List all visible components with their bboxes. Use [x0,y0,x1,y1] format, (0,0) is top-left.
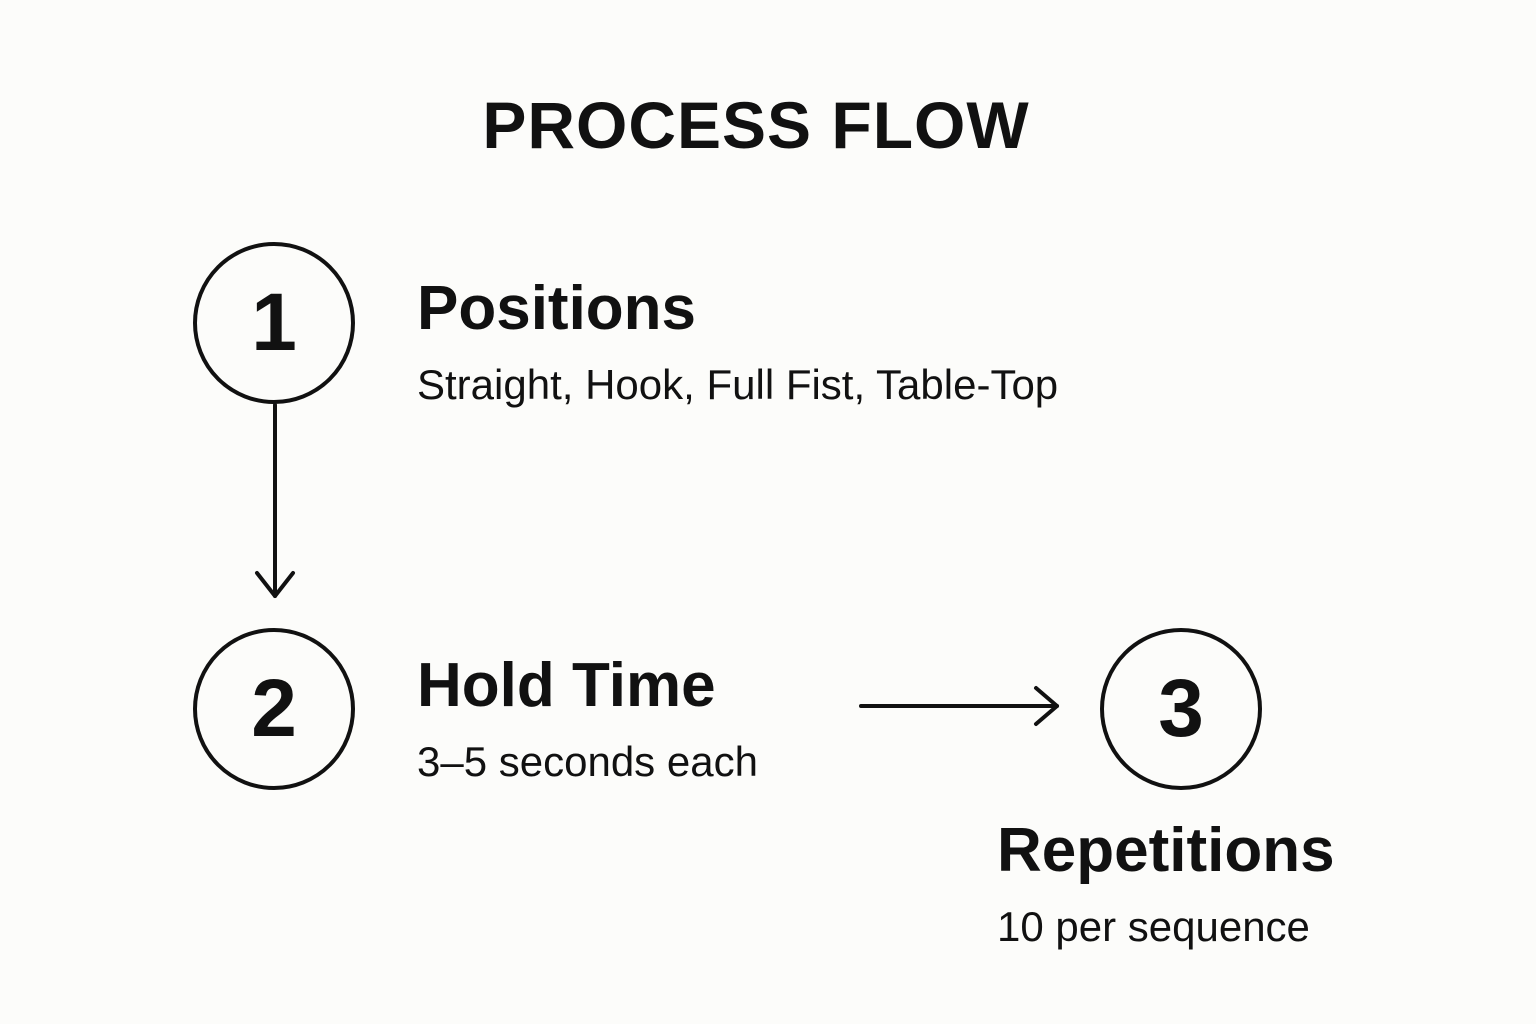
step-3-circle: 3 [1100,628,1262,790]
step-3-title: Repetitions [997,816,1335,885]
arrowhead-right-icon [1034,686,1059,726]
step-3-description: 10 per sequence [997,903,1310,950]
step-1-description: Straight, Hook, Full Fist, Table-Top [417,361,1059,408]
step-1-number: 1 [251,277,297,368]
step-2-title: Hold Time [417,651,716,720]
step-2-description: 3–5 seconds each [417,738,758,785]
arrowhead-down-icon [255,571,295,598]
step-1-title: Positions [417,274,697,343]
step-1-circle: 1 [193,242,355,404]
step-2-number: 2 [251,663,297,754]
step-2-circle: 2 [193,628,355,790]
step-3-number: 3 [1158,663,1204,754]
diagram-title: PROCESS FLOW [482,88,1030,162]
